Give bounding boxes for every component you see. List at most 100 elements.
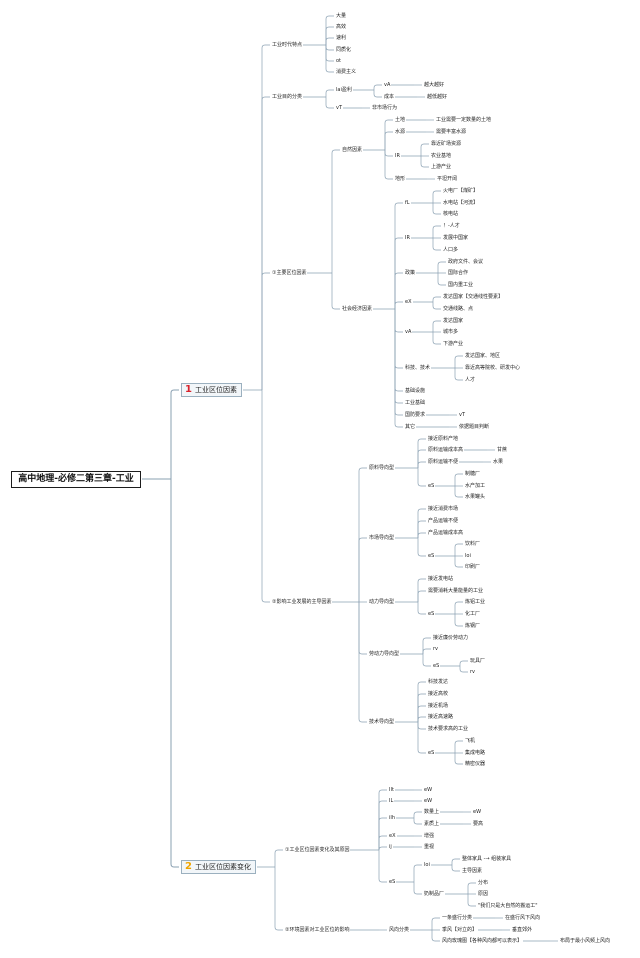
node-ch-il-d[interactable]: eW (424, 798, 433, 804)
node-mkt1[interactable]: 接近消费市场 (428, 506, 459, 512)
node-fl3[interactable]: 核电站 (443, 211, 459, 217)
node-tech3[interactable]: 人才 (465, 377, 476, 383)
node-tec-e3[interactable]: 精密仪器 (465, 761, 486, 767)
node-mkt2[interactable]: 产品运输不便 (428, 518, 459, 524)
node-wind1-d[interactable]: 在盛行风下风向 (505, 915, 541, 921)
node-ch-loi2[interactable]: 主导因素 (462, 868, 483, 874)
node-ch-milk[interactable]: 奶制品厂 (424, 891, 445, 897)
node-def[interactable]: 国防要求 (405, 412, 426, 418)
node-era-cons[interactable]: 消费主义 (336, 69, 357, 75)
node-fl2[interactable]: 水电站【河流】 (443, 200, 479, 206)
node-era-ot[interactable]: ot (336, 58, 342, 64)
node-ch-it-d[interactable]: eW (424, 787, 433, 793)
node-tec4[interactable]: 接近高速路 (428, 714, 454, 720)
node-va[interactable]: vA (405, 329, 412, 335)
node-raw-ex[interactable]: eS (428, 483, 435, 489)
node-ir1[interactable]: 靠近矿场资源 (431, 141, 462, 147)
node-ex2[interactable]: 交通线路、点 (443, 306, 474, 312)
node-cls-nm[interactable]: 非市场行为 (372, 105, 398, 111)
node-raw3[interactable]: 原料运输不便 (428, 459, 459, 465)
node-pow2[interactable]: 需要消耗大量能量的工业 (428, 588, 484, 594)
node-water[interactable]: 水源 (395, 129, 406, 135)
node-lab2[interactable]: rv (433, 646, 439, 652)
node-tech1[interactable]: 发达国家、地区 (465, 353, 501, 359)
node-ch-es[interactable]: eS (389, 879, 396, 885)
node-land-d[interactable]: 工业需要一定数量的土地 (436, 117, 492, 123)
root-node[interactable]: 高中地理-必修二第三章-工业 (11, 471, 141, 488)
node-cls-up[interactable]: 越大越好 (424, 82, 445, 88)
node-raw3a[interactable]: 水果 (493, 459, 504, 465)
node-ch-ih1[interactable]: 数量上 (424, 809, 440, 815)
node-pow-e2[interactable]: 化工厂 (465, 611, 481, 617)
node-fl[interactable]: fL (405, 200, 410, 206)
node-tec3[interactable]: 接近机场 (428, 703, 449, 709)
node-ch-ex[interactable]: eX (389, 833, 396, 839)
node-cls-vA[interactable]: vA (384, 82, 391, 88)
node-ir2b2[interactable]: 发展中国家 (443, 235, 469, 241)
node-fl1[interactable]: 火电厂【煤矿】 (443, 188, 479, 194)
node-raw1[interactable]: 接近原料产地 (428, 436, 459, 442)
node-ex[interactable]: eX (405, 299, 412, 305)
node-terrain-d[interactable]: 平坦开阔 (437, 176, 458, 182)
node-wind2[interactable]: 季风【对立的】 (442, 927, 478, 933)
node-tec2[interactable]: 接近高校 (428, 691, 449, 697)
node-raw2a[interactable]: 甘蔗 (497, 447, 508, 453)
node-pol[interactable]: 政策 (405, 270, 416, 276)
node-pow[interactable]: 动力导向型 (369, 599, 395, 605)
node-terrain[interactable]: 地形 (395, 176, 406, 182)
node-ir2b[interactable]: IR (405, 235, 410, 241)
node-wind1[interactable]: 一条盛行分类 (442, 915, 473, 921)
node-raw[interactable]: 原料导向型 (369, 465, 395, 471)
node-lab[interactable]: 劳动力导向型 (369, 651, 400, 657)
node-era-big[interactable]: 大量 (336, 13, 347, 19)
node-ch-milk1[interactable]: 分布 (478, 880, 489, 886)
node-cls-cost[interactable]: 成本 (384, 94, 395, 100)
node-wind3-d[interactable]: 布局于最小风频上风向 (560, 938, 611, 944)
node-f2[interactable]: ②影响工业发展的主导因素 (272, 599, 332, 605)
node-cls[interactable]: 工业目的分类 (272, 94, 303, 100)
node-pow-ex[interactable]: eS (428, 611, 435, 617)
node-era-eff[interactable]: 高效 (336, 24, 347, 30)
node-cls-lai[interactable]: lai盈利 (336, 87, 352, 93)
node-ch-milk3[interactable]: "我们只是大自然的搬运工" (478, 903, 538, 909)
node-tech2[interactable]: 靠近高等院校、研发中心 (465, 365, 521, 371)
node-nat[interactable]: 自然因素 (342, 147, 363, 153)
node-ir[interactable]: IR (395, 153, 400, 159)
node-wind3[interactable]: 风向玫瑰图【各种风向都可以表示】 (442, 938, 523, 944)
node-land[interactable]: 土地 (395, 117, 406, 123)
node-pol3[interactable]: 国内重工业 (448, 282, 474, 288)
node-def-vt[interactable]: vT (459, 412, 466, 418)
node-water-d[interactable]: 需要丰富水源 (436, 129, 467, 135)
node-era[interactable]: 工业时代特点 (272, 42, 303, 48)
node-raw2[interactable]: 原料运输成本高 (428, 447, 464, 453)
node-ir3[interactable]: 上游产业 (431, 164, 452, 170)
node-era-fast[interactable]: 速利 (336, 35, 347, 41)
node-soc[interactable]: 社会经济因素 (342, 306, 373, 312)
node-va3[interactable]: 下游产业 (443, 341, 464, 347)
node-pow1[interactable]: 接近发电站 (428, 576, 454, 582)
node-ch-il[interactable]: IL (389, 798, 394, 804)
node-ch-ij[interactable]: ij (389, 844, 392, 850)
node-lab1[interactable]: 接近廉价劳动力 (433, 635, 469, 641)
node-ex1[interactable]: 发达国家【交通线性要素】 (443, 294, 504, 300)
node-mkt3[interactable]: 产品运输成本高 (428, 530, 464, 536)
node-ch-ih1-d[interactable]: eW (473, 809, 482, 815)
node-mkt[interactable]: 市场导向型 (369, 535, 395, 541)
node-ch-loi[interactable]: loi (424, 862, 430, 868)
node-tec-ex[interactable]: eS (428, 750, 435, 756)
node-pol1[interactable]: 政府文件、会议 (448, 259, 484, 265)
node-tec-e1[interactable]: 飞机 (465, 738, 476, 744)
node-other-d[interactable]: 依据题目判断 (459, 424, 490, 430)
node-ch-loi1[interactable]: 整体家具 -→ 组装家具 (462, 856, 512, 862)
node-other[interactable]: 其它 (405, 424, 416, 430)
node-ch-ij-d[interactable]: 重视 (424, 844, 435, 850)
node-lab-e1[interactable]: 玩具厂 (470, 658, 486, 664)
node-ind[interactable]: 工业基础 (405, 400, 426, 406)
node-ch-ih2[interactable]: 素质上 (424, 821, 440, 827)
node-mkt-e2[interactable]: loi (465, 553, 471, 559)
node-env[interactable]: ②环境因素对工业区位的影响 (285, 927, 350, 933)
node-ir2b1[interactable]: ！-人才 (443, 223, 460, 229)
node-raw-e1[interactable]: 制糖厂 (465, 471, 481, 477)
node-mkt-e1[interactable]: 饮料厂 (465, 541, 481, 547)
node-pow-e3[interactable]: 炼钢厂 (465, 623, 481, 629)
